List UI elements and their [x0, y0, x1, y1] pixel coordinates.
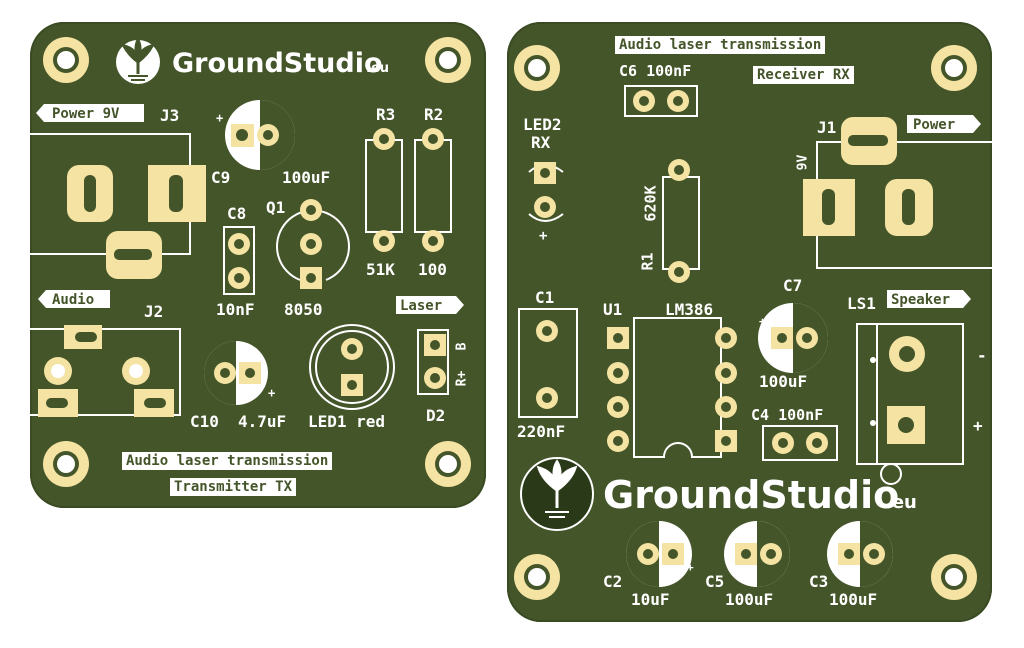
- led2-plus: +: [539, 228, 548, 244]
- r1-ref: R1: [638, 252, 657, 271]
- j1-ref: J1: [817, 118, 837, 137]
- d2-footprint: [417, 329, 449, 395]
- q1-footprint: [276, 199, 350, 289]
- j1-value: 9V: [795, 154, 811, 171]
- r1-value: 620K: [641, 185, 660, 222]
- groundstudio-logo-icon: [520, 457, 594, 531]
- c6-label: C6 100nF: [619, 62, 692, 80]
- ls1-footprint: [856, 323, 964, 485]
- d2-ref: D2: [426, 406, 446, 425]
- mounting-hole: [425, 37, 471, 83]
- j2-ref: J2: [144, 302, 164, 321]
- transmitter-logo-text: GroundStudio: [172, 48, 383, 79]
- c2-footprint: [626, 521, 692, 587]
- receiver-logo-suffix: .eu: [885, 492, 917, 513]
- audio-label-flag: [38, 290, 110, 308]
- d2-b-pin: B: [454, 342, 470, 351]
- u1-ref: U1: [603, 300, 623, 319]
- c2-plus: +: [687, 561, 694, 574]
- c1-value: 220nF: [517, 422, 566, 441]
- c3-ref: C3: [809, 572, 829, 591]
- laser-label: Laser: [400, 298, 443, 314]
- speaker-label-flag: [887, 290, 971, 308]
- c6-footprint: [624, 85, 698, 117]
- c5-footprint: [724, 521, 790, 587]
- c7-footprint: [758, 303, 828, 373]
- r1-footprint: [662, 159, 700, 283]
- ls1-ref: LS1: [847, 294, 876, 313]
- transmitter-title-line1: Audio laser transmission: [122, 452, 333, 470]
- c5-ref: C5: [705, 572, 725, 591]
- c10-footprint: [204, 341, 268, 405]
- u1-footprint: [607, 317, 737, 458]
- audio-label: Audio: [52, 292, 95, 308]
- c5-value: 100uF: [725, 590, 774, 609]
- r2-footprint: [414, 128, 452, 252]
- c1-footprint: [518, 308, 578, 418]
- c8-ref: C8: [227, 204, 247, 223]
- r3-value: 51K: [366, 260, 395, 279]
- transmitter-title-line2: Transmitter TX: [170, 478, 297, 496]
- transmitter-board: GroundStudio .eu Power 9V J3 C9 100uF + …: [30, 22, 486, 508]
- c1-ref: C1: [535, 288, 555, 307]
- receiver-footprints: [514, 45, 992, 600]
- c7-value: 100uF: [759, 372, 808, 391]
- speaker-label: Speaker: [891, 292, 951, 308]
- c9-ref: C9: [211, 168, 231, 187]
- mounting-hole: [43, 441, 89, 487]
- c10-value: 4.7uF: [238, 412, 287, 431]
- receiver-title-line1: Audio laser transmission: [615, 36, 826, 54]
- c2-ref: C2: [603, 572, 623, 591]
- power-9v-label: Power 9V: [52, 106, 120, 122]
- mounting-hole: [931, 45, 977, 91]
- receiver-board: Audio laser transmission Receiver RX C6 …: [507, 22, 992, 622]
- c9-plus: +: [216, 111, 224, 125]
- c2-value: 10uF: [631, 590, 670, 609]
- groundstudio-logo-icon: [116, 36, 160, 84]
- d2-r-pin: R+: [454, 370, 470, 387]
- q1-ref: Q1: [266, 198, 286, 217]
- c9-footprint: [225, 100, 295, 170]
- power-label-flag: [907, 115, 981, 133]
- laser-label-flag: [396, 296, 464, 314]
- led2-footprint: [528, 162, 564, 222]
- r3-ref: R3: [376, 105, 396, 124]
- c3-footprint: [827, 521, 893, 587]
- receiver-logo-text: GroundStudio: [603, 473, 900, 517]
- mounting-hole: [43, 37, 89, 83]
- c7-ref: C7: [783, 276, 803, 295]
- c4-footprint: [762, 425, 838, 461]
- led2-rx: RX: [531, 133, 551, 152]
- led2-ref: LED2: [523, 115, 562, 134]
- transmitter-footprints: [30, 36, 471, 487]
- r2-value: 100: [418, 260, 447, 279]
- transmitter-logo-suffix: .eu: [366, 61, 390, 76]
- ls1-minus: -: [977, 346, 987, 365]
- c3-value: 100uF: [829, 590, 878, 609]
- mounting-hole: [931, 554, 977, 600]
- mounting-hole: [514, 45, 560, 91]
- c4-label: C4 100nF: [751, 406, 824, 424]
- r2-ref: R2: [424, 105, 444, 124]
- j2-outline: [30, 328, 181, 416]
- j3-ref: J3: [160, 106, 180, 125]
- c8-value: 10nF: [216, 300, 255, 319]
- led1-ref: LED1 red: [308, 412, 386, 431]
- r3-footprint: [365, 128, 403, 252]
- power-label-flag: [36, 104, 144, 122]
- receiver-title-line2: Receiver RX: [753, 66, 854, 84]
- c9-value: 100uF: [282, 168, 331, 187]
- power-label: Power: [913, 117, 956, 133]
- q1-value: 8050: [284, 300, 323, 319]
- mounting-hole: [514, 554, 560, 600]
- c8-footprint: [223, 226, 255, 295]
- c10-plus: +: [268, 386, 276, 400]
- c7-plus: +: [759, 315, 766, 328]
- u1-value: LM386: [665, 300, 714, 319]
- led1-footprint: [309, 324, 395, 410]
- c10-ref: C10: [190, 412, 219, 431]
- ls1-plus: +: [973, 416, 983, 435]
- mounting-hole: [425, 441, 471, 487]
